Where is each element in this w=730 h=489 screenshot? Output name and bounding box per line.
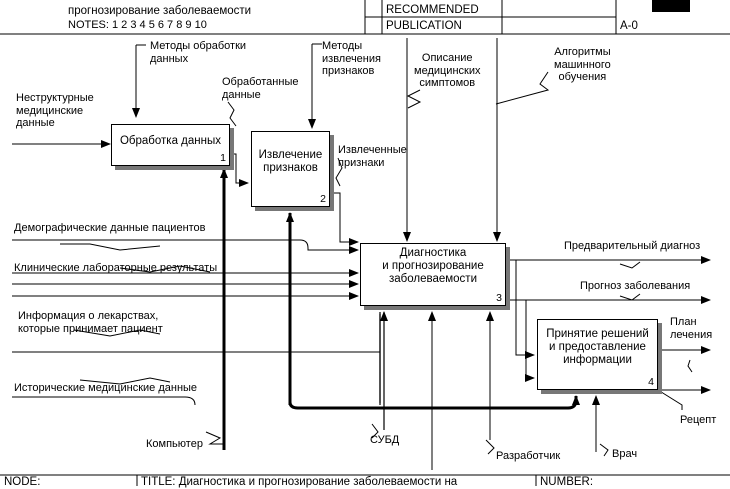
label-plan: План лечения [670, 316, 713, 341]
label-dbms: СУБД [370, 434, 400, 446]
label-developer: Разработчик [496, 450, 561, 462]
box-2-label: Извлечение признаков [258, 149, 323, 174]
label-methods-extraction: Методы извлечения признаков [322, 40, 381, 77]
label-doctor: Врач [612, 448, 638, 460]
function-box-feature-extraction[interactable]: Извлечение признаков 2 [251, 131, 330, 207]
header-notes: NOTES: 1 2 3 4 5 6 7 8 9 10 [68, 19, 207, 31]
label-drugs: Информация о лекарствах, которые принима… [18, 310, 163, 335]
box-1-number: 1 [220, 152, 226, 164]
header-publication: PUBLICATION [386, 20, 462, 32]
label-processed: Обработанные данные [222, 76, 299, 101]
label-historical: Исторические медицинские данные [14, 382, 198, 394]
label-clinical: Клинические лабораторные результаты [14, 262, 218, 274]
input-arrows [12, 140, 381, 406]
footer-node: NODE: [4, 476, 41, 488]
label-demographic: Демографические данные пациентов [14, 222, 206, 234]
header-black-block [652, 0, 690, 12]
label-ml: Алгоритмы машинного обучения [554, 46, 611, 83]
header-recommended: RECOMMENDED [386, 4, 479, 16]
control-arrows [132, 38, 501, 242]
label-recipe: Рецепт [680, 414, 717, 426]
footer-title: TITLE: Диагностика и прогнозирование заб… [141, 476, 458, 488]
label-unstructured: Неструктурные медицинские данные [16, 92, 94, 129]
footer-frame [0, 474, 730, 486]
label-computer: Компьютер [146, 438, 203, 450]
footer-number: NUMBER: [540, 476, 594, 488]
box-2-number: 2 [320, 193, 326, 205]
header-title-fragment: прогнозирование заболеваемости [68, 5, 252, 17]
function-box-diagnosis[interactable]: Диагностика и прогнозирование заболеваем… [360, 243, 506, 306]
box-3-number: 3 [496, 292, 502, 304]
label-forecast: Прогноз заболевания [580, 280, 691, 292]
label-extracted: Извлеченные признаки [338, 144, 407, 169]
label-methods-processing: Методы обработки данных [150, 40, 247, 65]
label-prelim: Предварительный диагноз [564, 240, 701, 252]
header-context: A-0 [620, 20, 638, 32]
function-box-decision[interactable]: Принятие решений и предоставление информ… [537, 319, 658, 390]
mechanism-arrows [220, 168, 600, 470]
header-frame [0, 0, 730, 35]
internal-arrows [230, 153, 711, 410]
label-squiggles [60, 71, 693, 457]
function-box-data-processing[interactable]: Обработка данных 1 [111, 124, 230, 166]
box-1-label: Обработка данных [119, 135, 222, 147]
label-symptoms: Описание медицинских симптомов [414, 52, 481, 89]
box-3-label: Диагностика и прогнозирование заболеваем… [382, 247, 484, 285]
box-4-label: Принятие решений и предоставление информ… [546, 328, 649, 366]
box-4-number: 4 [648, 376, 654, 388]
